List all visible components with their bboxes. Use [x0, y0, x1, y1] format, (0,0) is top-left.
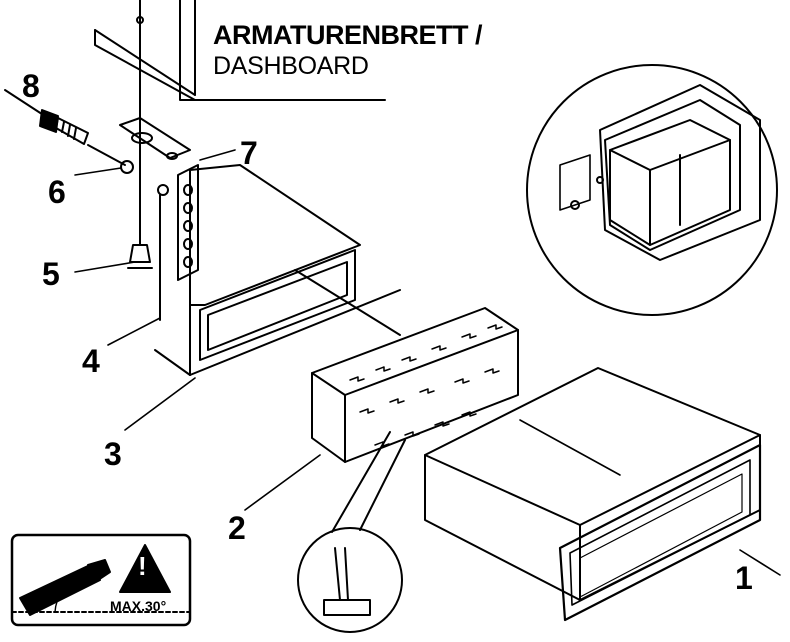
- mounting-sleeve: [311, 307, 519, 463]
- callout-8: 8: [22, 68, 40, 104]
- support-rod: [127, 39, 161, 321]
- warning-triangle-icon: [119, 544, 171, 593]
- max-tilt-label: MAX.30°: [110, 598, 167, 614]
- callout-7: 7: [240, 135, 258, 171]
- callout-6: 6: [48, 174, 66, 210]
- callout-1: 1: [735, 560, 753, 596]
- callout-5: 5: [42, 256, 60, 292]
- mounting-strap: [119, 117, 199, 281]
- radio-unit: [424, 367, 762, 622]
- dashboard-frame: [94, 0, 386, 101]
- washers: [87, 144, 169, 196]
- screw: [4, 89, 89, 145]
- removal-tool-detail: [297, 431, 406, 633]
- title-english: DASHBOARD: [213, 52, 369, 80]
- installed-view-detail: [526, 64, 778, 316]
- callout-2: 2: [228, 510, 246, 546]
- callout-3: 3: [104, 436, 122, 472]
- leader-lines: [74, 149, 781, 576]
- warning-mark: !: [138, 551, 147, 581]
- title-german: ARMATURENBRETT /: [213, 20, 482, 50]
- tilt-warning-panel: [10, 533, 192, 627]
- callout-4: 4: [82, 343, 100, 379]
- dashboard-opening: [154, 164, 401, 376]
